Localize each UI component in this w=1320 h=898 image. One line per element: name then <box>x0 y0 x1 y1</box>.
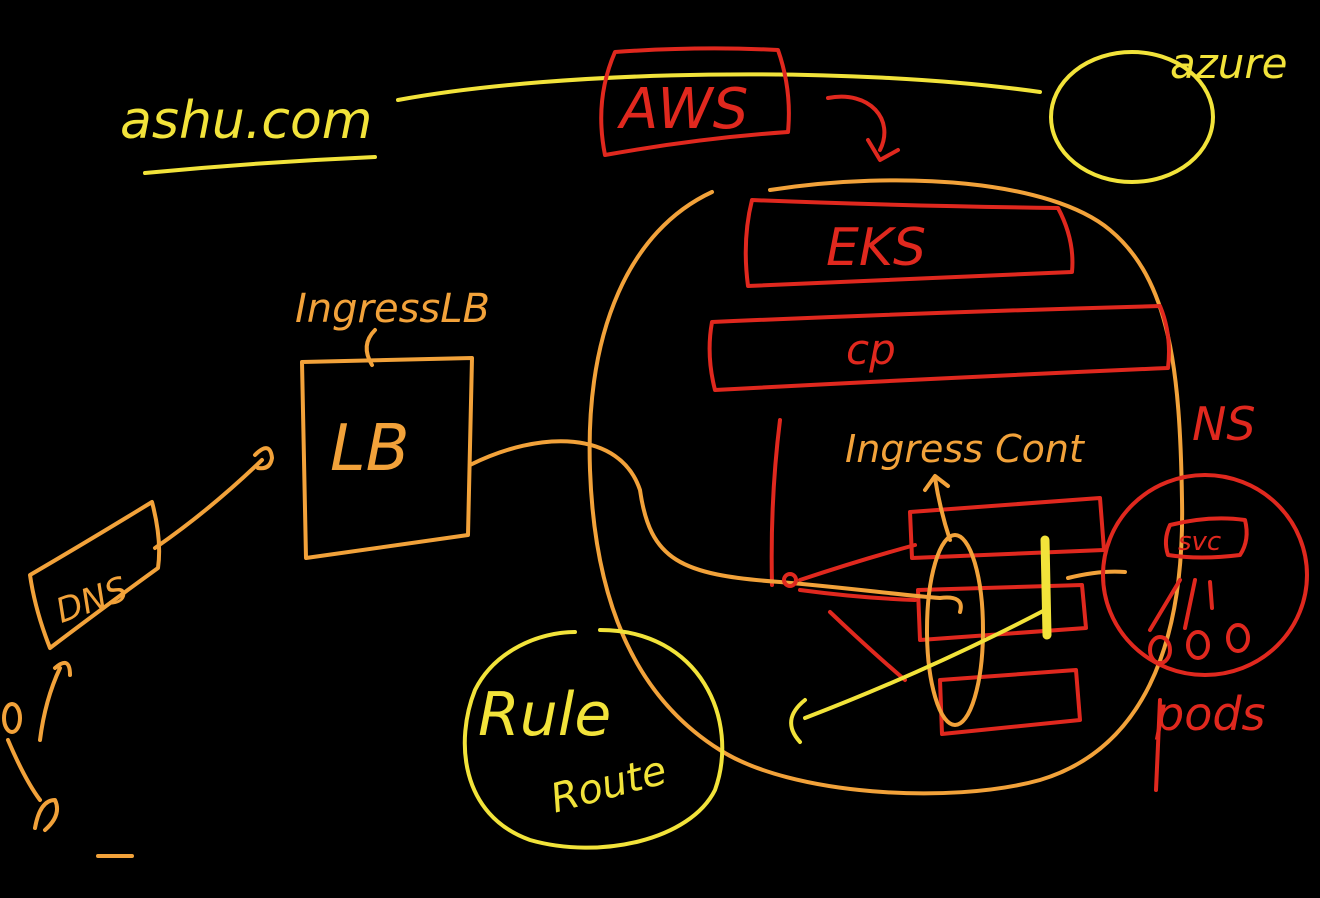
ingress-pod-ellipse <box>925 533 985 727</box>
namespace-circle <box>1101 473 1309 677</box>
svc-label: svc <box>1178 527 1221 557</box>
azure-label: azure <box>1170 39 1288 88</box>
node-box-2 <box>916 583 1088 642</box>
pods-tail <box>1154 698 1162 792</box>
ingress-controller-label: Ingress Cont <box>845 427 1086 471</box>
dns-to-lb-arrow <box>153 458 264 550</box>
aws-to-cluster-arrowhead <box>866 138 900 162</box>
dns-label: DNS <box>51 569 133 632</box>
domain-label: ashu.com <box>120 91 372 151</box>
aws-to-cluster-arrow <box>826 94 887 152</box>
pod-circle-3 <box>1226 623 1250 653</box>
eks-box <box>743 198 1075 288</box>
routing-bar <box>1040 535 1052 640</box>
node-arrow-1 <box>798 543 917 582</box>
domain-to-azure-line <box>396 72 1042 102</box>
route-label: Route <box>546 747 672 822</box>
user-head-icon <box>2 702 22 734</box>
rule-hook <box>789 698 807 744</box>
azure-circle <box>1049 50 1215 184</box>
dns-to-lb-arrowhead <box>253 446 274 471</box>
aws-box <box>599 46 791 157</box>
domain-underline <box>143 155 377 175</box>
bar-to-rule-line <box>803 608 1047 720</box>
dns-box <box>28 500 162 650</box>
cluster-boundary <box>587 178 1185 796</box>
ingress-pointer-arrow <box>923 474 952 542</box>
node-arrow-2 <box>798 588 917 602</box>
svc-to-pod-lines <box>1148 578 1214 632</box>
pod-circle-1 <box>1148 635 1172 665</box>
eks-label: EKS <box>826 218 926 278</box>
svc-box <box>1163 516 1249 560</box>
lb-box <box>300 356 474 560</box>
lb-label: LB <box>330 412 410 486</box>
node-to-ns-line <box>1066 569 1127 580</box>
cp-box <box>707 304 1171 392</box>
rule-route-circle <box>462 628 725 850</box>
pods-label: pods <box>1154 687 1266 741</box>
lb-line-end-dot <box>782 572 798 588</box>
user-body-icon <box>6 660 134 858</box>
cp-label: cp <box>846 325 896 374</box>
rule-label: Rule <box>478 680 611 750</box>
node-box-1 <box>908 496 1106 560</box>
node-left-line <box>769 418 782 587</box>
node-arrow-3 <box>828 610 907 682</box>
ingress-lb-label: IngressLB <box>295 286 490 332</box>
pod-circle-2 <box>1186 630 1210 660</box>
lb-to-node-line <box>468 439 942 600</box>
ingress-inner-arrow <box>938 595 963 614</box>
ns-label: NS <box>1192 397 1256 451</box>
aws-label: AWS <box>617 77 748 142</box>
